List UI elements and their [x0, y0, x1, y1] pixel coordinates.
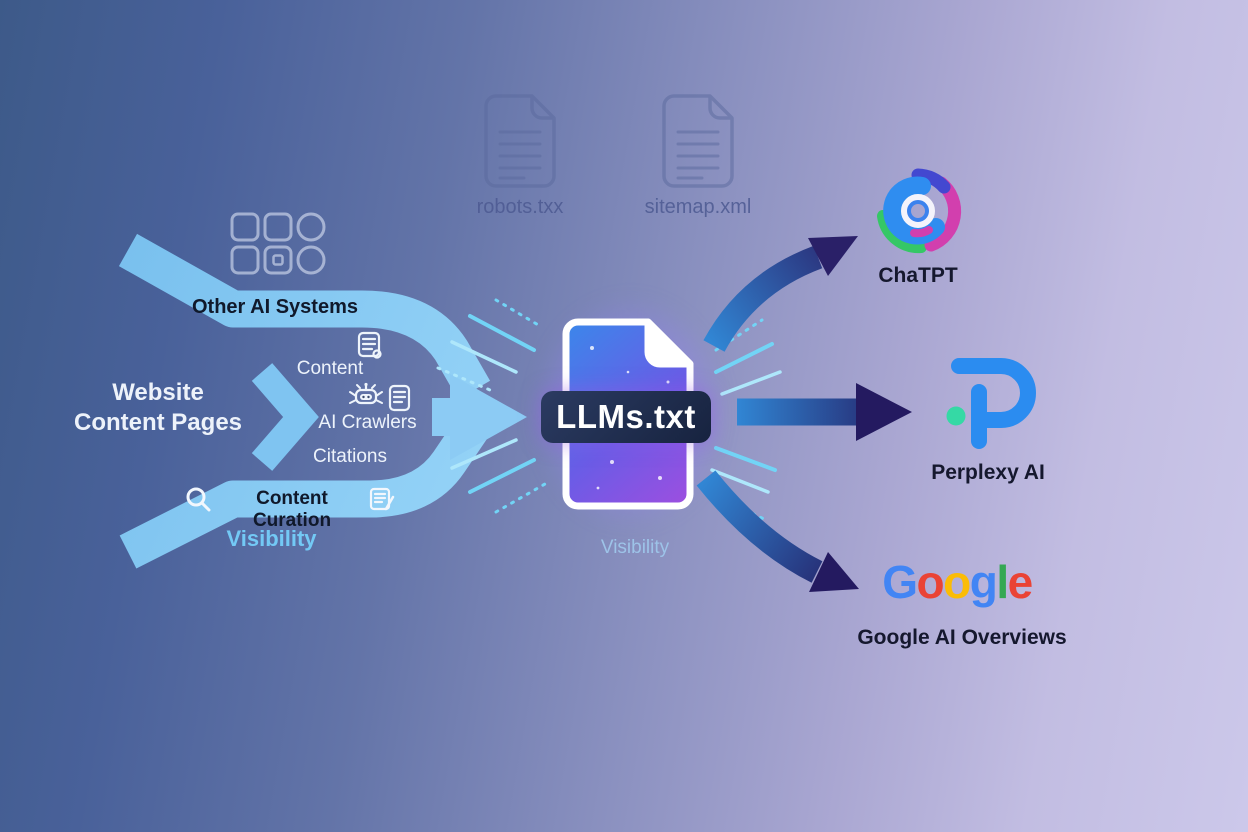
llms-txt-badge: LLMs.txt	[541, 391, 711, 443]
other-ai-systems-label: Other AI Systems	[192, 296, 358, 318]
ai-crawlers-label: AI Crawlers	[318, 412, 417, 433]
robots-txt-label: robots.txx	[476, 196, 564, 218]
robot-crawler-icon	[349, 382, 383, 405]
scroll-icon	[357, 331, 382, 359]
google-logo: Google	[862, 556, 1052, 608]
search-icon	[186, 487, 211, 512]
google-letter: o	[943, 556, 971, 608]
perplexity-logo	[946, 358, 1036, 449]
sitemap-xml-label: sitemap.xml	[644, 196, 752, 218]
chevron-right-icon	[251, 363, 319, 471]
google-ai-overviews-label: Google AI Overviews	[857, 626, 1067, 649]
google-letter: g	[969, 556, 998, 608]
content-label: Content	[296, 358, 364, 379]
content-curation-label: Content Curation	[252, 488, 332, 531]
google-letter: G	[882, 556, 918, 608]
google-letter: o	[916, 556, 945, 608]
website-content-pages-label: Website Content Pages	[58, 378, 258, 438]
document-icon	[388, 384, 411, 412]
robots-txt-ghost-icon	[484, 94, 556, 188]
quill-scroll-icon	[369, 487, 395, 511]
chatgpt-logo	[877, 168, 962, 254]
chatgpt-label: ChaTPT	[878, 264, 958, 287]
flow-band-other-ai	[118, 233, 491, 400]
content-pages-line: Content Pages	[73, 409, 243, 436]
perplexity-label: Perplexy AI	[931, 461, 1045, 484]
visibility-left-label: Visibility	[226, 526, 317, 551]
grid-shapes-icon	[230, 212, 326, 275]
arrow-to-google	[696, 470, 859, 592]
arrow-to-chatgpt	[703, 236, 858, 352]
google-letter: l	[996, 556, 1009, 608]
visibility-center-label: Visibility	[600, 537, 670, 558]
convergence-arrowhead	[432, 374, 527, 460]
arrow-to-perplexity	[737, 383, 912, 441]
citations-label: Citations	[313, 446, 387, 467]
google-letter: e	[1007, 556, 1034, 608]
sitemap-xml-ghost-icon	[662, 94, 734, 188]
website-line: Website	[112, 379, 204, 406]
llms-txt-badge-label: LLMs.txt	[556, 398, 696, 435]
